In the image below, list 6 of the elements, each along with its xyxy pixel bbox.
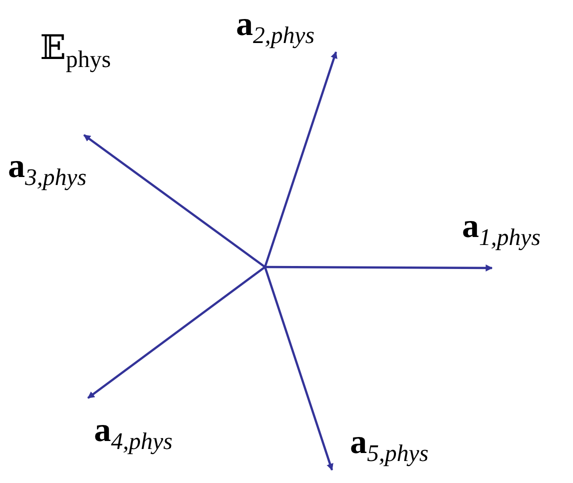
- vector-label: a$_{5,phys}$: [350, 424, 428, 467]
- vector-label: a$_{2,phys}$: [236, 6, 314, 49]
- vector-label: a$_{3,phys}$: [8, 148, 86, 191]
- vector-label: a$_{4,phys}$: [94, 412, 172, 455]
- space-symbol: 𝔼$_{phys}$: [40, 30, 111, 73]
- vector-label: a$_{1,phys}$: [462, 208, 540, 251]
